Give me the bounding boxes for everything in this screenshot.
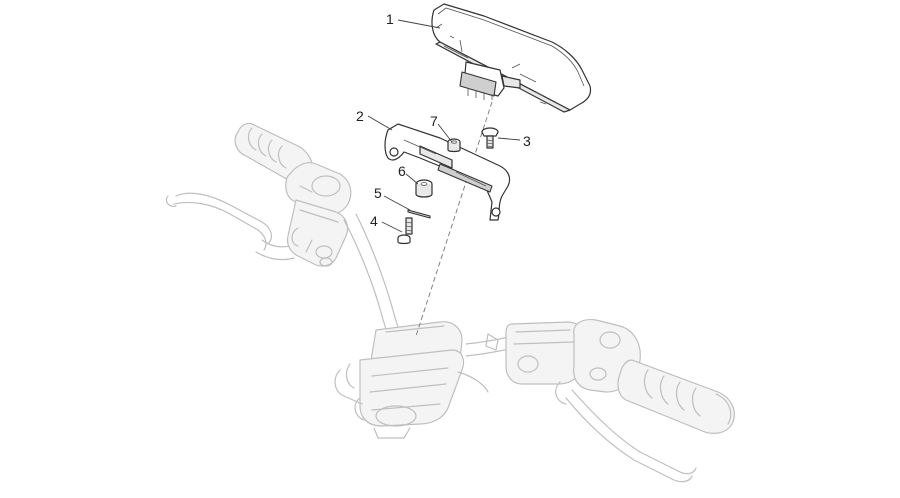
leader-6 [405,173,419,185]
bushing-part-6 [415,179,433,198]
center-clamp [334,321,489,439]
screw-part-3 [481,127,499,149]
leader-4 [381,221,403,233]
callout-4: 4 [370,213,378,229]
left-grip [234,122,313,184]
assembly-axis-line [415,101,493,337]
spacer-part-7 [447,138,461,153]
leader-3 [497,137,521,141]
mounting-bracket [384,123,511,221]
leader-2 [367,115,393,131]
callout-labels: 1 2 3 4 5 6 7 [356,11,531,229]
left-brake-lever [165,192,295,261]
leader-1 [397,19,441,29]
right-brake-lever [555,381,697,483]
left-master-cylinder [286,199,349,267]
handlebar-assembly-ghost [165,122,735,483]
washer-part-5 [407,209,431,219]
leader-5 [383,195,411,211]
instrument-cluster [431,3,592,113]
right-master-cylinder [485,321,585,385]
callout-6: 6 [398,163,406,179]
callout-leaders [367,19,521,233]
leader-7 [437,123,453,143]
callout-1: 1 [386,11,394,27]
bolt-part-4 [397,217,413,245]
callout-3: 3 [523,133,531,149]
callout-7: 7 [430,113,438,129]
callout-5: 5 [374,185,382,201]
callout-2: 2 [356,108,364,124]
right-grip [617,359,735,434]
